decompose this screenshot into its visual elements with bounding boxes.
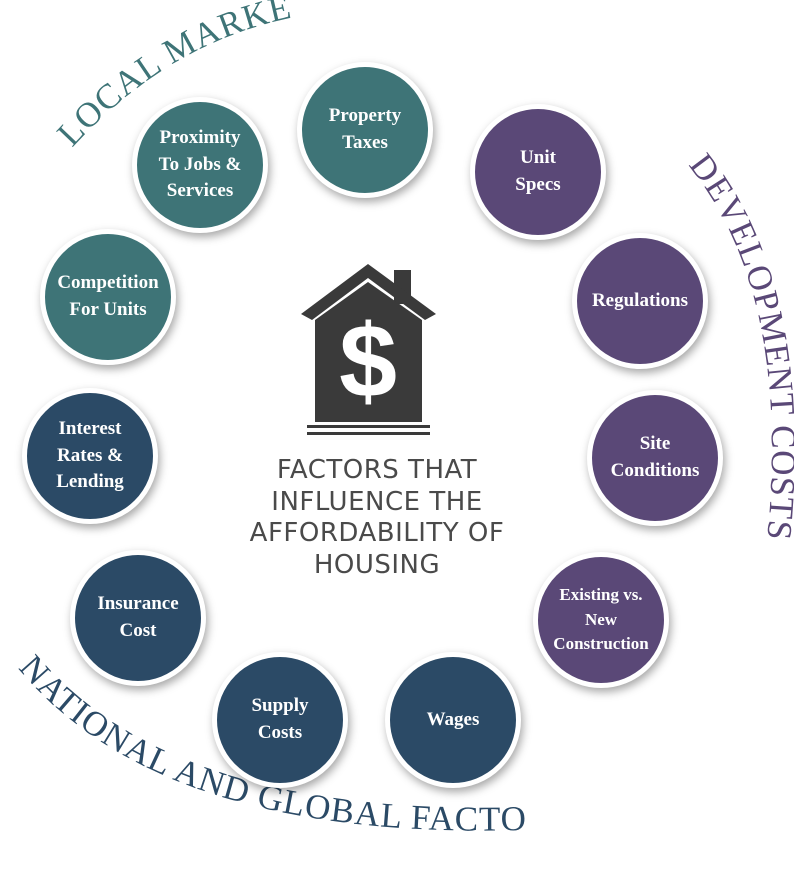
factor-label: Competition For Units	[57, 272, 159, 320]
diagram-title: FACTORS THAT INFLUENCE THE AFFORDABILITY…	[249, 455, 505, 581]
factor-supply-costs: Supply Costs	[212, 652, 348, 788]
factor-label: Proximity To Jobs & Services	[158, 127, 242, 202]
factor-competition-for-units: Competition For Units	[40, 229, 176, 365]
factor-existing-vs-new-construction: Existing vs. New Construction	[533, 552, 669, 688]
house-dollar-icon: $	[301, 264, 436, 435]
factor-insurance-cost: Insurance Cost	[70, 550, 206, 686]
factor-proximity-to-jobs-services: Proximity To Jobs & Services	[132, 97, 268, 233]
factor-label: Site Conditions	[610, 433, 700, 481]
factor-unit-specs: Unit Specs	[470, 104, 606, 240]
factor-regulations: Regulations	[572, 233, 708, 369]
factor-interest-rates-lending: Interest Rates & Lending	[22, 388, 158, 524]
factor-label: Unit Specs	[515, 147, 561, 195]
factor-label: Supply Costs	[251, 695, 309, 743]
factor-label: Regulations	[591, 289, 689, 311]
factor-label: Wages	[426, 708, 480, 730]
factor-label: Insurance Cost	[97, 593, 179, 641]
factor-property-taxes: Property Taxes	[297, 62, 433, 198]
svg-text:$: $	[339, 304, 397, 420]
factor-wages: Wages	[385, 652, 521, 788]
factor-label: Existing vs. New Construction	[553, 585, 649, 654]
factor-label: Interest Rates & Lending	[56, 418, 124, 493]
factor-label: Property Taxes	[328, 105, 402, 153]
factor-site-conditions: Site Conditions	[587, 390, 723, 526]
